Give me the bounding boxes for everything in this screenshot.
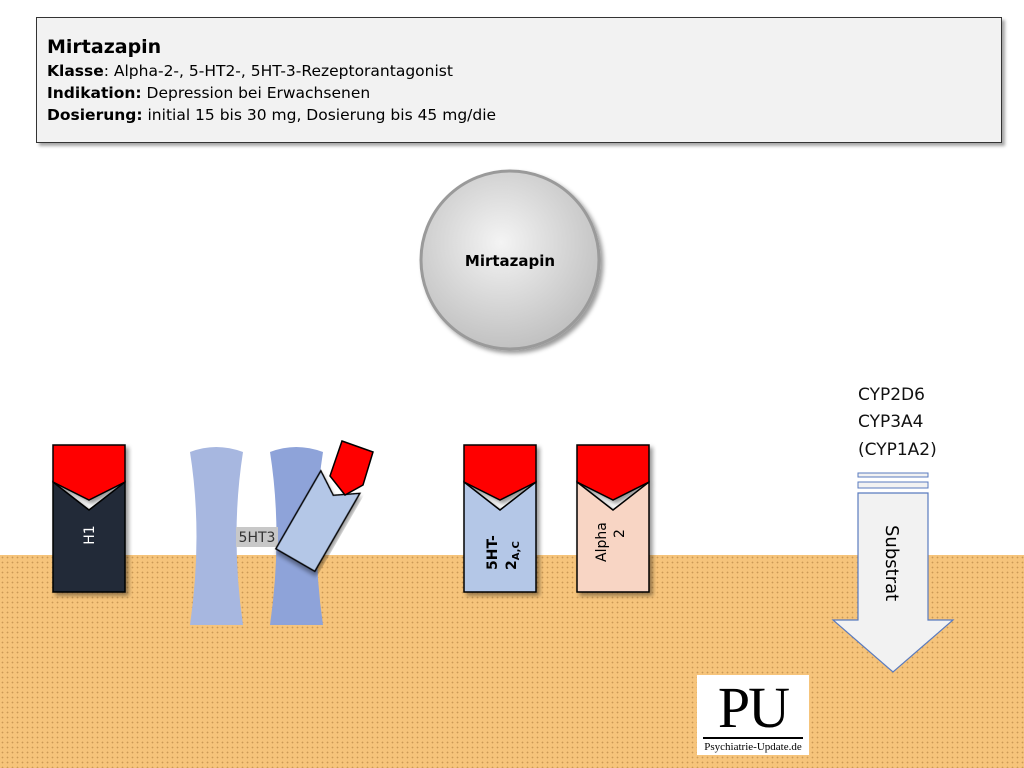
class-value: : Alpha-2-, 5-HT2-, 5HT-3-Rezeptorantago… (103, 62, 453, 80)
enzyme-cyp1a2: (CYP1A2) (858, 440, 937, 460)
drug-info-box: Mirtazapin Klasse: Alpha-2-, 5-HT2-, 5HT… (36, 17, 1002, 143)
receptor-alpha2: Alpha 2 (576, 444, 650, 593)
drug-indication: Indikation: Depression bei Erwachsenen (47, 82, 991, 104)
substrate-arrow: Substrat (831, 472, 955, 673)
dosage-label: Dosierung: (47, 106, 143, 124)
drug-title: Mirtazapin (47, 36, 162, 58)
drug-label: Mirtazapin (465, 252, 555, 270)
antagonist-block-alpha2 (576, 444, 650, 501)
receptor-5ht2: 5HT- 2A,C (463, 444, 537, 593)
receptor-5ht3: 5HT3 (190, 440, 374, 625)
cyp-enzymes: CYP2D6 CYP3A4 (CYP1A2) (858, 385, 937, 460)
alpha2-label: Alpha (594, 522, 610, 562)
class-label: Klasse (47, 62, 104, 80)
dosage-value: initial 15 bis 30 mg, Dosierung bis 45 m… (142, 106, 497, 124)
drug-molecule: Mirtazapin (419, 169, 601, 351)
antagonist-block-5ht2 (463, 444, 537, 501)
indication-label: Indikation: (47, 84, 142, 102)
logo-letters: PU (703, 679, 803, 739)
antagonist-block-5ht3 (329, 440, 374, 496)
substrate-label: Substrat (881, 525, 902, 601)
indication-value: Depression bei Erwachsenen (141, 84, 371, 102)
5ht3-label: 5HT3 (239, 530, 276, 546)
drug-dosage: Dosierung: initial 15 bis 30 mg, Dosieru… (47, 104, 991, 126)
h1-label: H1 (82, 525, 98, 544)
alpha2-number: 2 (612, 529, 628, 538)
enzyme-cyp2d6: CYP2D6 (858, 385, 925, 405)
enzyme-cyp3a4: CYP3A4 (858, 412, 923, 432)
drug-class: Klasse: Alpha-2-, 5-HT2-, 5HT-3-Rezeptor… (47, 60, 991, 82)
5ht3-subunit-left (190, 447, 243, 625)
5ht2-subtype: 2A,C (504, 541, 522, 570)
logo-site: Psychiatrie-Update.de (704, 741, 802, 753)
psychiatrie-update-logo: PU Psychiatrie-Update.de (697, 675, 809, 755)
5ht3-binding-site (274, 469, 362, 573)
antagonist-block-h1 (52, 444, 126, 501)
5ht2-label: 5HT- (485, 535, 501, 570)
receptor-h1: H1 (52, 444, 126, 593)
